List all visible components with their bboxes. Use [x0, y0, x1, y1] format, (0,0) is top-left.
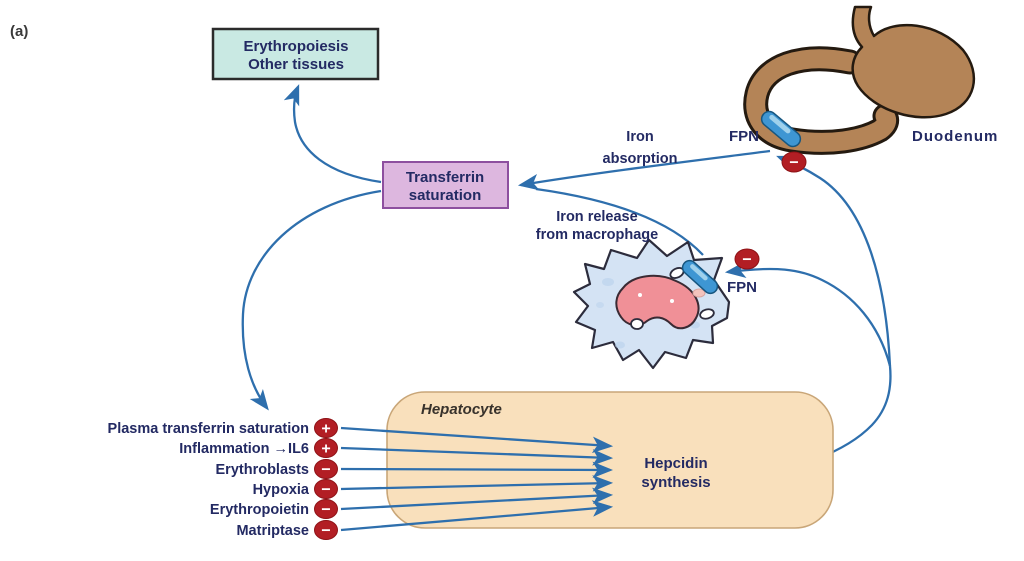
- fpn-capsule-macrophage: [681, 259, 719, 295]
- regulator-fan-arrows: [340, 426, 614, 532]
- inhibition-badge-3: [314, 459, 338, 479]
- duodenum-illustration: [743, 5, 976, 155]
- hepcidin-synthesis-line2: synthesis: [641, 474, 710, 491]
- nucleus-highlight: [670, 299, 674, 303]
- regulator-sign-2: +: [321, 441, 330, 458]
- pink-granule: [692, 288, 706, 298]
- regulator-label-5: Erythropoietin: [210, 502, 309, 518]
- inhibition-badge-macrophage: −: [734, 248, 760, 270]
- iron-absorption-arrow: [517, 149, 771, 191]
- iron-absorption-label-line1: Iron: [626, 129, 653, 145]
- erythropoiesis-box-line2: Other tissues: [248, 56, 344, 73]
- transferrin-box-line1: Transferrin: [406, 169, 484, 186]
- regulator-label-6: Matriptase: [236, 523, 309, 539]
- regulator-label-2: Inflammation →IL6: [179, 441, 309, 457]
- erythropoiesis-box: Erythropoiesis Other tissues: [211, 27, 380, 81]
- regulator-label-4: Hypoxia: [253, 482, 310, 498]
- fan-arrow-6: [340, 500, 614, 532]
- iron-release-label-line2: from macrophage: [536, 227, 658, 243]
- hepcidin-to-duodenum-fpn-arrow: [776, 155, 892, 367]
- regulator-sign-4: −: [321, 482, 330, 499]
- regulator-sign-1: +: [321, 421, 330, 438]
- fan-arrow-2: [340, 446, 614, 466]
- iron-absorption-label-line2: absorption: [603, 151, 678, 167]
- erythropoiesis-box-line1: Erythropoiesis: [243, 38, 348, 55]
- iron-release-curve: [535, 187, 704, 256]
- inhibition-badge-duodenum: −: [781, 151, 807, 173]
- fan-arrow-3: [340, 461, 614, 479]
- minus-sign: −: [789, 155, 798, 172]
- regulator-label-3: Erythroblasts: [216, 462, 309, 478]
- transferrin-box-line2: saturation: [409, 187, 482, 204]
- regulator-sign-6: −: [321, 523, 330, 540]
- stimulation-badge-1: [314, 418, 338, 438]
- regulator-sign-3: −: [321, 462, 330, 479]
- fpn-duodenum-label: FPN: [729, 128, 759, 145]
- figure-label: (a): [10, 23, 28, 40]
- transferrin-to-erythropoiesis-arrow: [283, 84, 382, 184]
- regulator-sign-5: −: [321, 502, 330, 519]
- macrophage-illustration: [572, 238, 731, 370]
- transferrin-saturation-box: Transferrin saturation: [382, 161, 509, 209]
- minus-sign: −: [742, 252, 751, 269]
- vacuole: [699, 308, 715, 320]
- inhibition-badge-6: [314, 520, 338, 540]
- fan-arrow-4: [340, 475, 614, 492]
- inhibition-badge-5: [314, 499, 338, 519]
- duodenum-label: Duodenum: [912, 128, 998, 145]
- macrophage-nucleus: [615, 274, 700, 330]
- nucleus-highlight: [638, 293, 642, 297]
- transferrin-to-regulators-arrow: [241, 189, 382, 411]
- regulator-list: Plasma transferrin saturation + Inflamma…: [108, 418, 338, 540]
- fpn-macrophage-label: FPN: [727, 279, 757, 296]
- hepcidin-synthesis-line1: Hepcidin: [644, 455, 707, 472]
- hepatocyte-title: Hepatocyte: [421, 401, 502, 418]
- regulator-label-1: Plasma transferrin saturation: [108, 421, 309, 437]
- stomach-body: [851, 5, 976, 119]
- iron-release-label-line1: Iron release: [556, 209, 637, 225]
- stimulation-badge-2: [314, 438, 338, 458]
- fpn-capsule-duodenum: [760, 110, 802, 148]
- inhibition-badge-4: [314, 479, 338, 499]
- fan-arrow-5: [340, 487, 614, 511]
- fan-arrow-1: [340, 426, 614, 454]
- vacuole: [630, 318, 644, 330]
- hepcidin-to-macrophage-fpn-arrow: [724, 261, 892, 367]
